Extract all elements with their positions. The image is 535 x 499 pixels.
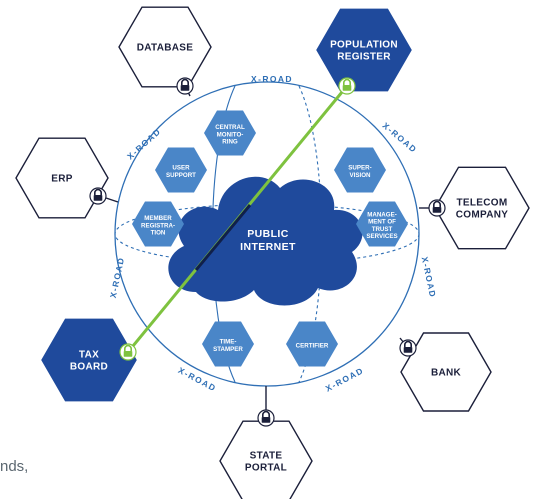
user-support-service — [155, 147, 207, 193]
time-stamper-service — [202, 321, 254, 367]
management-of-trust-services-service — [356, 201, 408, 247]
telecom-company-lock-icon — [428, 199, 446, 217]
x-road-label: X-ROAD — [381, 120, 420, 155]
bank-node — [400, 332, 492, 412]
erp-node — [15, 137, 109, 219]
bank-label: BANK — [431, 367, 462, 378]
population-register-node — [316, 8, 412, 92]
erp-connector — [105, 197, 119, 203]
database-label: DATABASE — [137, 42, 194, 53]
central-monitoring-service — [204, 110, 256, 156]
state-portal-lock-icon — [257, 409, 275, 427]
tax-board-node — [41, 318, 137, 402]
certifier-service — [286, 321, 338, 367]
database-lock-icon — [176, 77, 194, 95]
erp-label: ERP — [51, 173, 72, 184]
globe-equator — [114, 203, 420, 265]
population-register-lock-icon — [338, 77, 356, 95]
certifier-service-label: CERTIFIER — [296, 342, 329, 349]
footer-text-fragment: nds, — [0, 458, 29, 475]
x-road-label: X-ROAD — [108, 256, 127, 299]
state-portal-node — [219, 420, 313, 499]
supervision-service-label: SUPER-VISION — [348, 165, 371, 179]
x-road-label: X-ROAD — [251, 74, 293, 84]
x-road-label: X-ROAD — [420, 256, 439, 299]
supervision-service — [334, 147, 386, 193]
x-road-label: X-ROAD — [324, 365, 366, 394]
member-registration-service — [132, 201, 184, 247]
tax-board-lock-icon — [119, 343, 137, 361]
public-internet-cloud — [168, 176, 363, 306]
secure-connection-line-through-cloud — [194, 204, 252, 271]
bank-lock-icon — [399, 339, 417, 357]
erp-lock-icon — [89, 187, 107, 205]
x-road-label: X-ROAD — [125, 126, 163, 161]
time-stamper-service-label: TIME-STAMPER — [213, 339, 243, 353]
